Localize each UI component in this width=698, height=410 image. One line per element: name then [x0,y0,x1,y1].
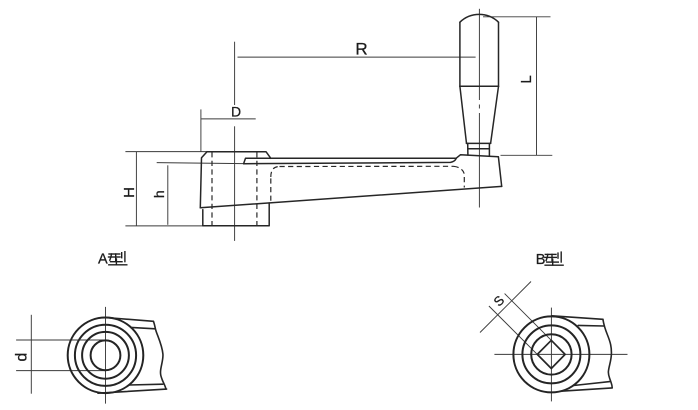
svg-text:B: B [536,252,546,268]
svg-text:S: S [490,292,507,309]
svg-text:H: H [121,187,138,198]
svg-text:A: A [98,251,108,267]
svg-text:L: L [518,75,535,83]
svg-text:R: R [355,39,367,58]
svg-text:d: d [14,353,31,362]
svg-text:D: D [231,104,241,120]
svg-text:h: h [151,190,167,198]
